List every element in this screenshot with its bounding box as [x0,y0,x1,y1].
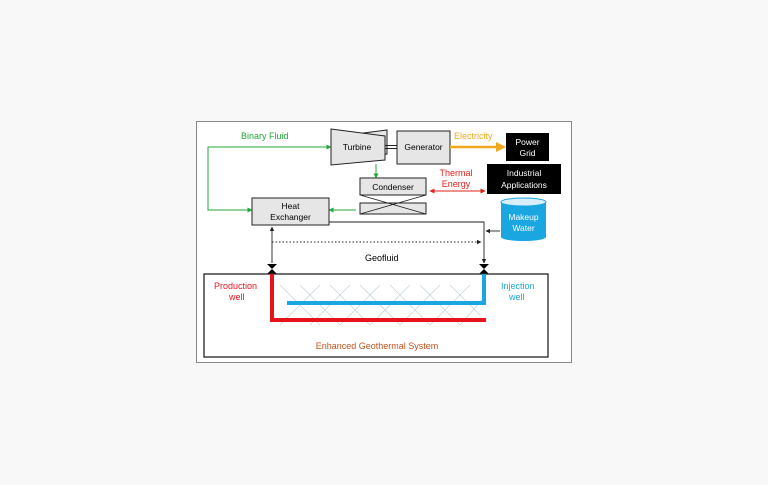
production-well-label-1: Production [214,281,257,291]
injection-valve-icon [479,264,489,274]
turbine-label: Turbine [343,142,372,152]
turbine-shape [330,128,386,166]
binary-fluid-loop [207,144,379,213]
generator-label: Generator [404,142,442,152]
makeup-water-label-1: Makeup [508,212,539,222]
egs-label: Enhanced Geothermal System [316,341,439,351]
geofluid-label: Geofluid [365,253,399,263]
turbine-generator-shaft [385,145,397,149]
geofluid-loop [269,221,500,264]
injection-well-label-2: well [508,292,525,302]
thermal-energy-label-1: Thermal [439,168,472,178]
condenser [359,177,427,215]
thermal-energy-label-2: Energy [442,179,471,189]
injection-well-pipe [287,274,486,305]
electricity-label: Electricity [454,131,493,141]
production-well-pipe [270,274,486,322]
makeup-water-label-2: Water [512,223,535,233]
binary-fluid-label: Binary Fluid [241,131,289,141]
heat-exchanger-box [251,197,330,226]
power-grid-label-2: Grid [519,148,535,158]
industrial-label-2: Applications [501,180,547,190]
egs-reservoir-box [203,273,549,358]
injection-well-label-1: Injection [501,281,535,291]
production-valve-icon [267,264,277,274]
heat-exchanger-label-2: Exchanger [270,212,311,222]
makeup-water-tank [500,197,547,241]
industrial-label-1: Industrial [507,168,542,178]
power-grid-box [506,133,549,161]
condenser-label: Condenser [372,182,414,192]
power-grid-label-1: Power [515,137,539,147]
production-well-label-2: well [228,292,245,302]
heat-exchanger-label-1: Heat [282,201,301,211]
industrial-applications-box [487,164,561,194]
